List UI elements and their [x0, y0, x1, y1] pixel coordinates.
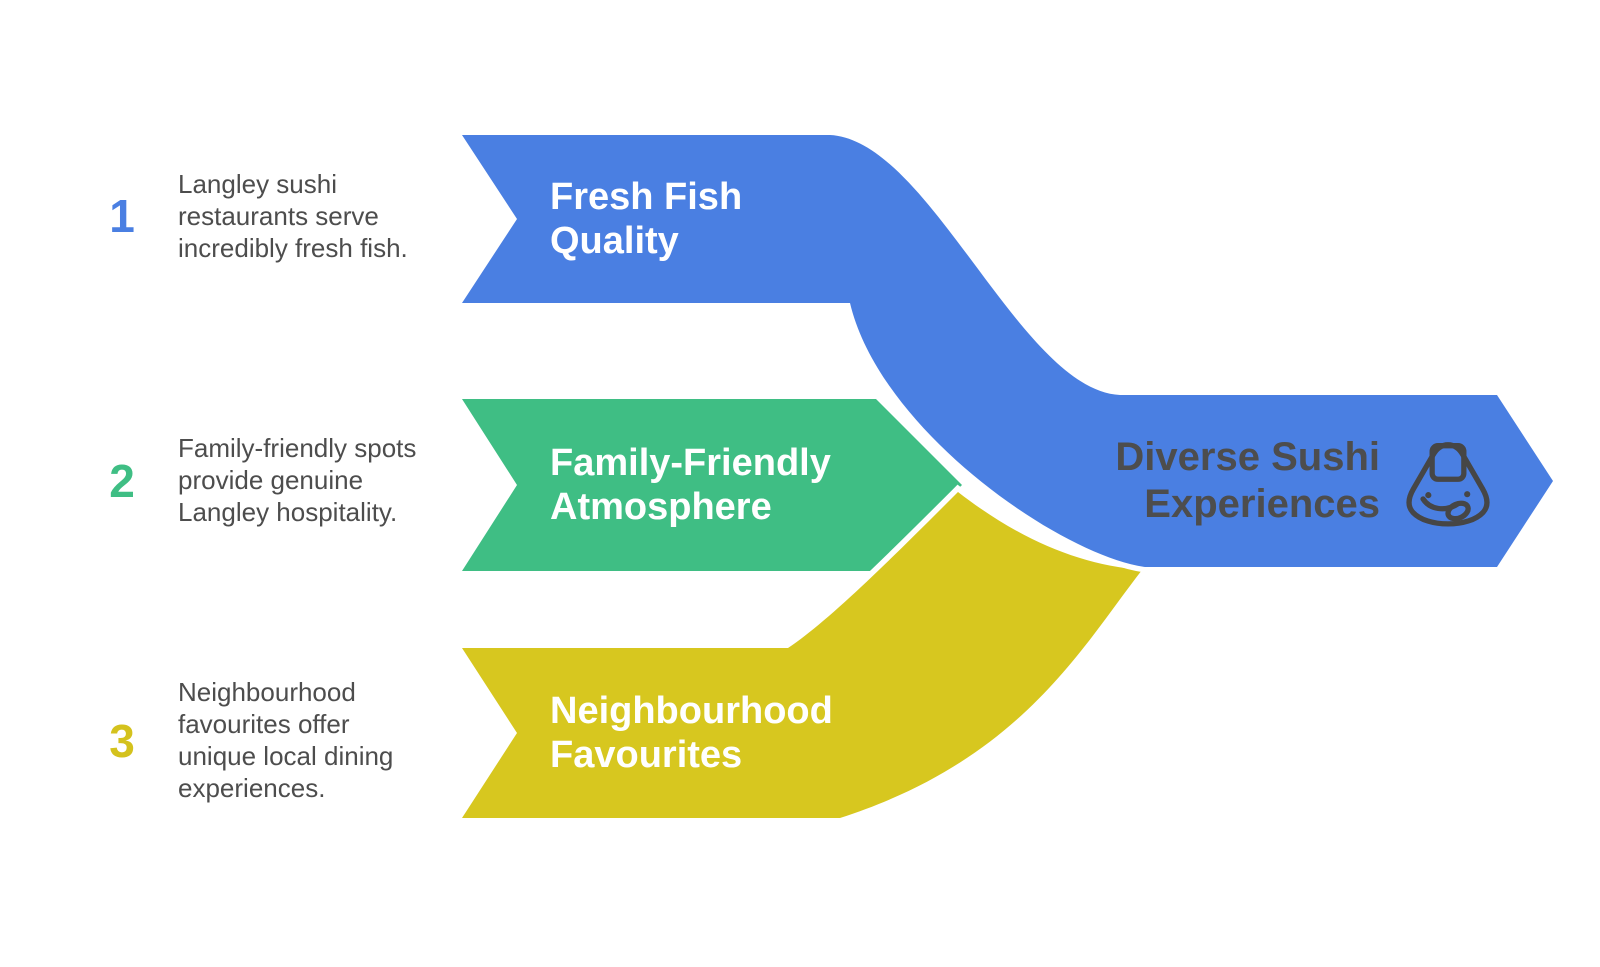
- left-eye-icon: [1425, 492, 1432, 499]
- step-number: 3: [109, 715, 135, 767]
- step-description: Neighbourhood favourites offer unique lo…: [178, 677, 394, 803]
- band-label-family-friendly: Family-Friendly Atmosphere: [550, 442, 831, 528]
- band-label-neighbourhood: Neighbourhood Favourites: [550, 690, 833, 776]
- neighbourhood-favourites-arrow-shape: [451, 484, 1153, 824]
- onigiri-icon: [1406, 442, 1490, 527]
- nori-strip-icon: [1429, 443, 1467, 482]
- step-number: 2: [109, 455, 135, 507]
- band-label-fresh-fish: Fresh Fish Quality: [550, 176, 743, 262]
- result-title: Diverse Sushi Experiences: [1115, 435, 1380, 526]
- step-description: Langley sushi restaurants serve incredib…: [178, 169, 408, 263]
- step-number: 1: [109, 190, 135, 242]
- step-description: Family-friendly spots provide genuine La…: [178, 433, 417, 527]
- onigiri-body: [1406, 442, 1490, 527]
- fresh-fish-merge-arrow-shape: [451, 129, 1560, 573]
- tongue-icon: [1445, 500, 1471, 522]
- right-eye-icon: [1464, 491, 1471, 498]
